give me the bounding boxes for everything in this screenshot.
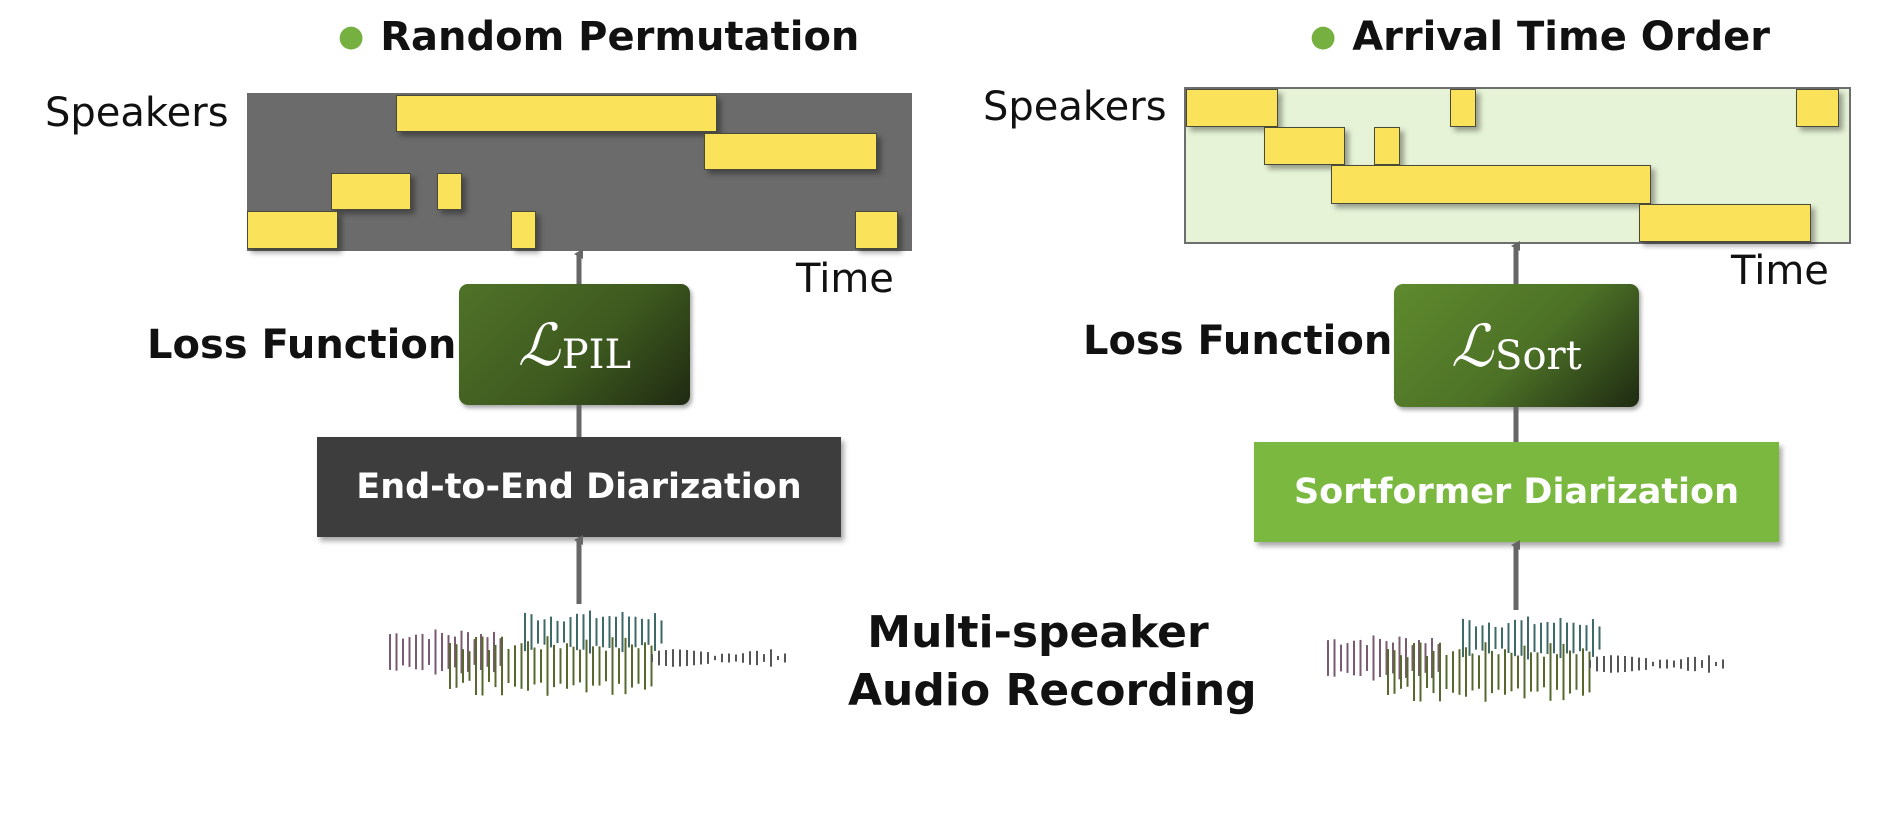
left-model-box: End-to-End Diarization: [317, 437, 841, 537]
segment: [437, 173, 462, 210]
left-model-label: End-to-End Diarization: [356, 467, 802, 507]
right-loss-subscript: Sort: [1495, 332, 1582, 379]
left-title: ● Random Permutation: [338, 14, 859, 60]
segment: [1796, 89, 1839, 127]
segment: [1374, 127, 1400, 165]
right-model-label: Sortformer Diarization: [1293, 472, 1740, 512]
center-label: Multi-speaker Audio Recording: [848, 604, 1257, 720]
left-time-label: Time: [796, 256, 894, 302]
right-speaker-panel: [1184, 87, 1851, 244]
segment: [1186, 89, 1278, 127]
segment: [1450, 89, 1476, 127]
left-speakers-label: Speakers: [45, 90, 229, 136]
right-speakers-label: Speakers: [983, 84, 1167, 130]
right-title: ● Arrival Time Order: [1310, 14, 1770, 60]
left-loss-symbol: ℒ: [517, 310, 560, 379]
right-title-bullet: ●: [1310, 19, 1337, 54]
segment: [1639, 204, 1811, 242]
right-loss-label: Loss Function: [1083, 318, 1393, 364]
left-title-bullet: ●: [338, 19, 365, 54]
left-title-text: Random Permutation: [380, 14, 860, 60]
right-time-label: Time: [1731, 248, 1829, 294]
segment: [511, 211, 536, 249]
left-speaker-panel: [247, 93, 912, 251]
segment: [1264, 127, 1345, 165]
segment: [396, 95, 717, 132]
center-label-line1: Multi-speaker: [867, 607, 1209, 658]
segment: [1331, 165, 1651, 204]
right-waveform: [1327, 616, 1724, 702]
segment: [855, 211, 898, 249]
segment: [331, 173, 411, 210]
right-loss-symbol: ℒ: [1451, 311, 1494, 380]
segment: [247, 211, 338, 249]
left-loss-subscript: PIL: [561, 331, 632, 378]
center-label-line2: Audio Recording: [848, 665, 1257, 716]
segment: [704, 133, 877, 170]
right-model-box: Sortformer Diarization: [1254, 442, 1779, 542]
left-loss-label: Loss Function: [147, 322, 457, 368]
left-waveform: [389, 610, 786, 696]
right-title-text: Arrival Time Order: [1352, 14, 1770, 60]
